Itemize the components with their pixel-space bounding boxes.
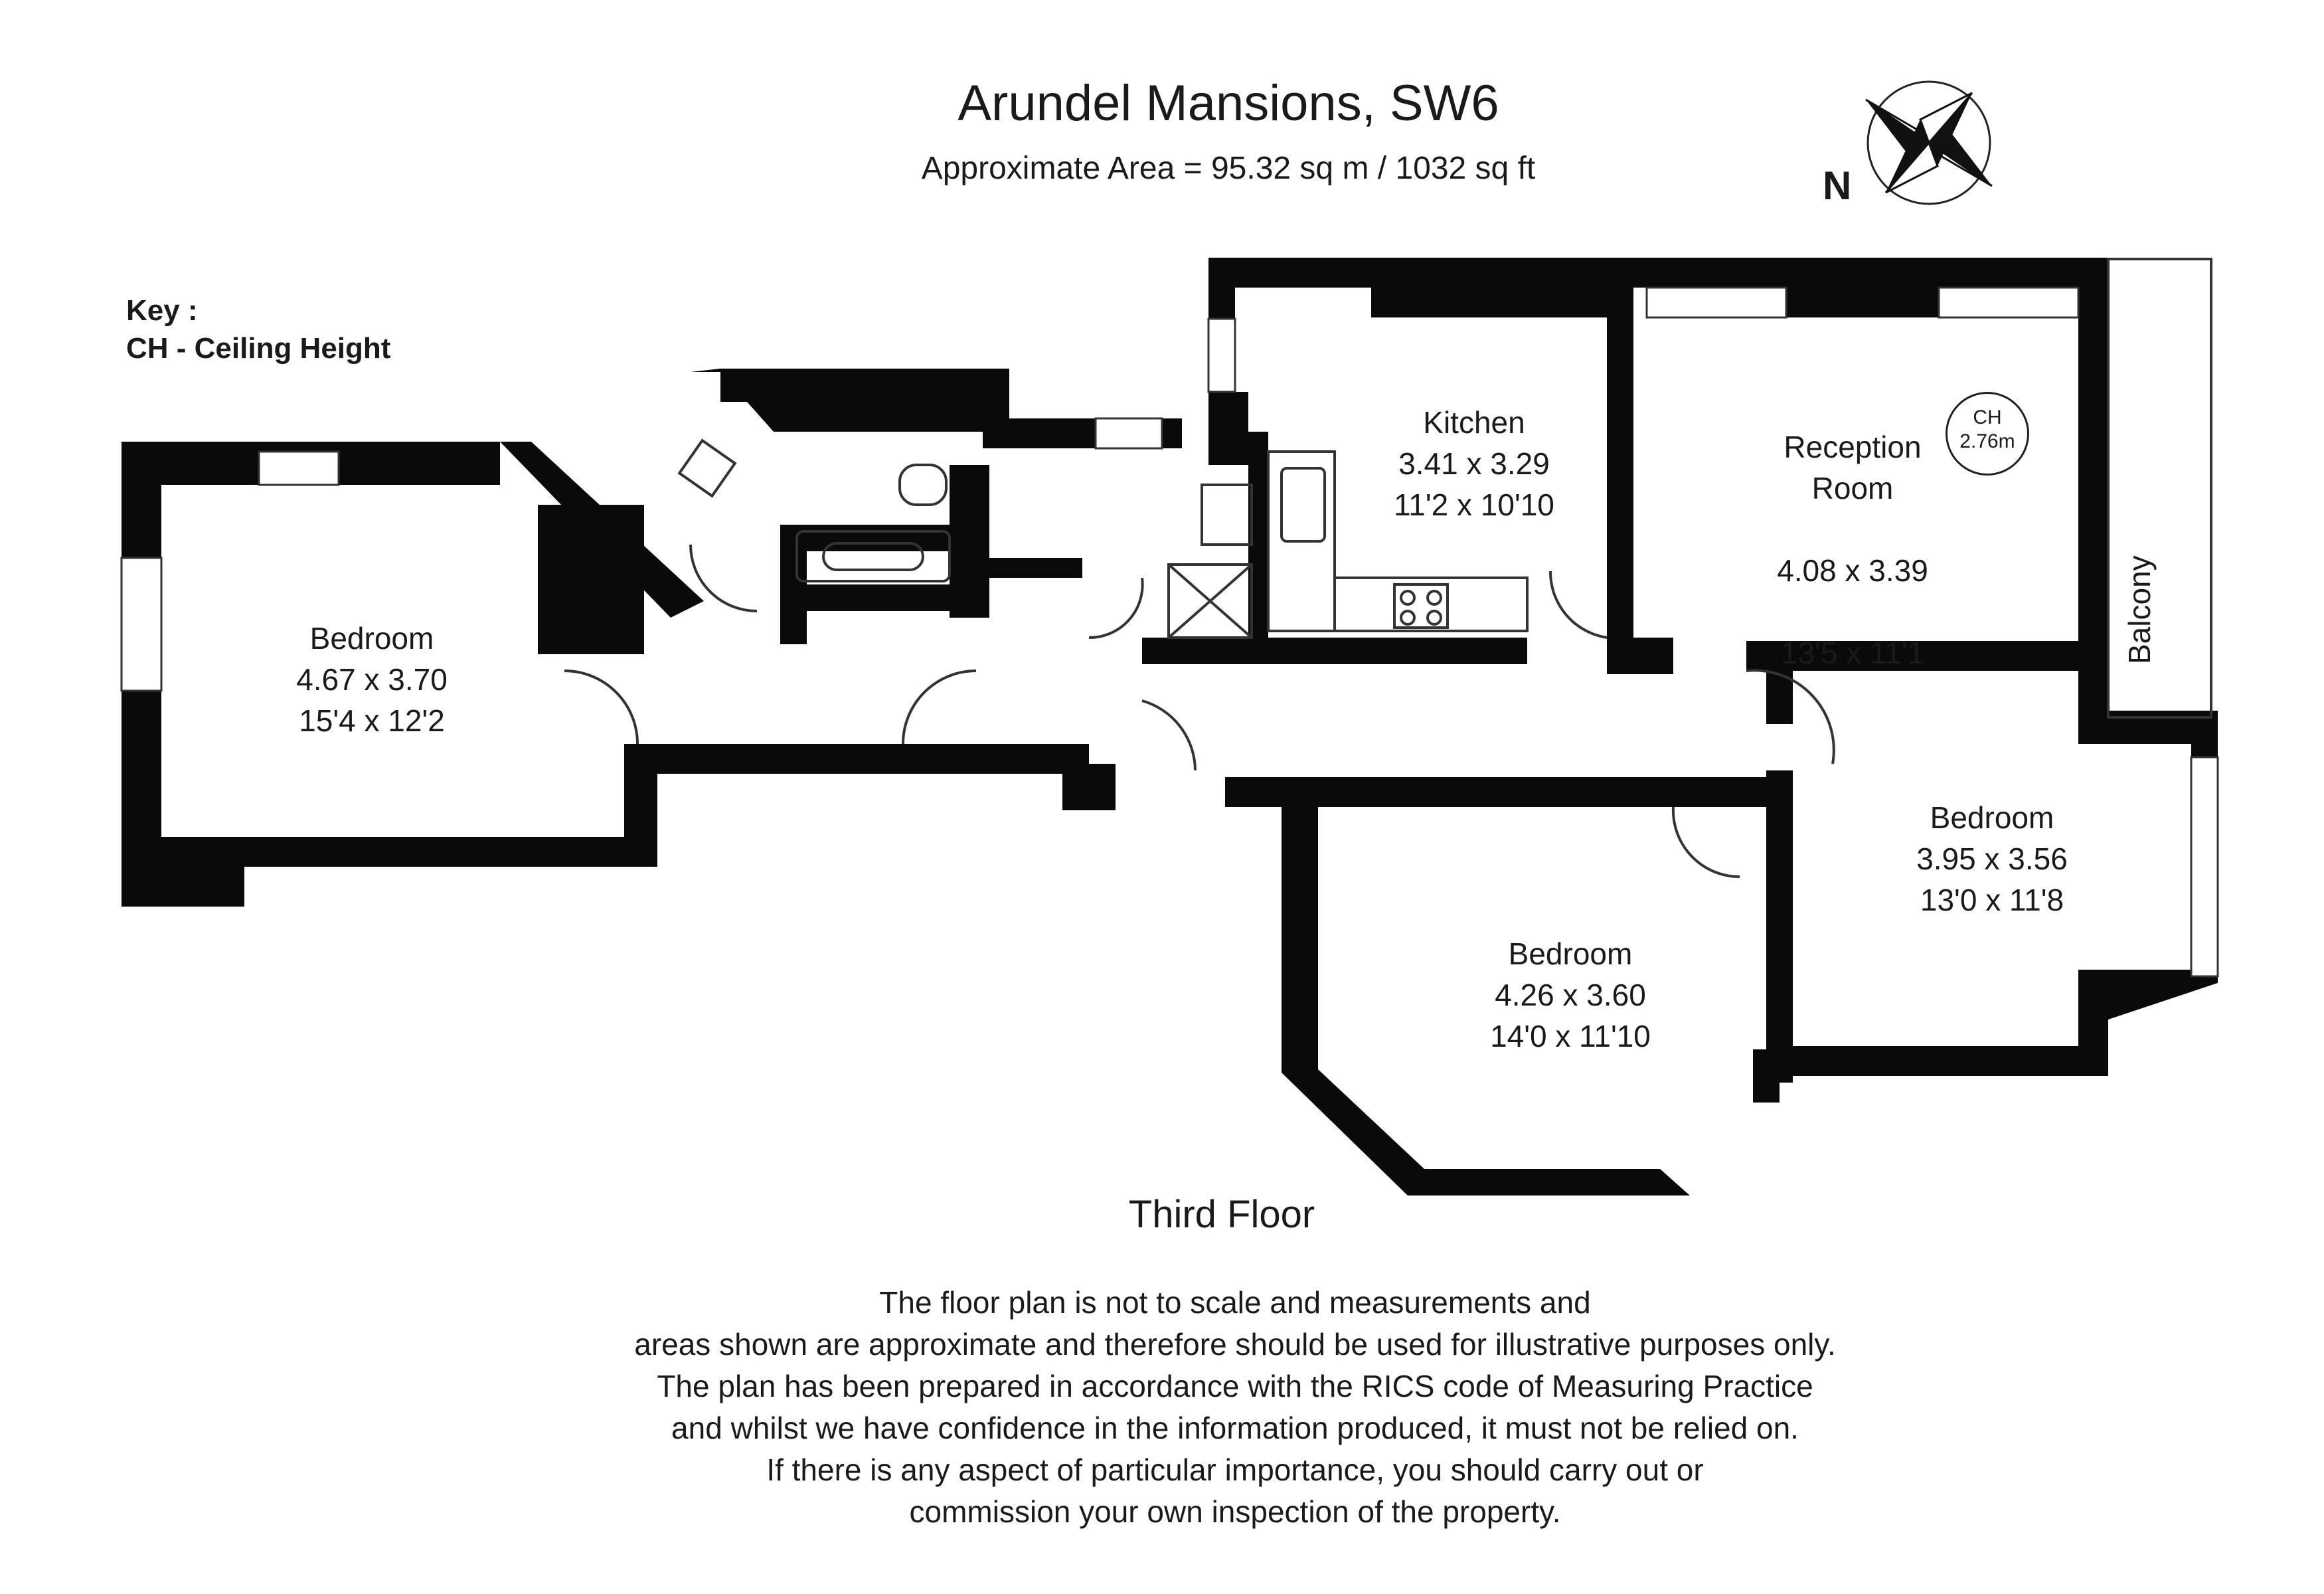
room-metric: 4.08 x 3.39 bbox=[1777, 553, 1928, 588]
window bbox=[1094, 417, 1163, 450]
wall bbox=[1371, 288, 1617, 317]
hob-icon bbox=[1393, 583, 1449, 629]
room-imperial: 13'0 x 11'8 bbox=[1920, 883, 2064, 917]
wall bbox=[1766, 770, 1793, 1083]
disclaimer-line: The plan has been prepared in accordance… bbox=[657, 1369, 1813, 1403]
room-imperial: 15'4 x 12'2 bbox=[299, 703, 445, 738]
wall bbox=[1282, 804, 1318, 1049]
door-swing bbox=[1671, 806, 1740, 879]
fixtures bbox=[564, 258, 2212, 879]
window bbox=[120, 557, 163, 692]
approximate-area: Approximate Area = 95.32 sq m / 1032 sq … bbox=[921, 151, 1536, 186]
door-swing bbox=[902, 669, 977, 745]
kitchen-counter bbox=[1267, 450, 1336, 632]
wall bbox=[1607, 638, 1673, 674]
wall bbox=[1142, 638, 1527, 664]
room-imperial: 13'5 x 11'1 bbox=[1780, 636, 1925, 670]
balcony-outline bbox=[2107, 258, 2212, 719]
room-label-reception: Reception Room 4.08 x 3.39 13'5 x 11'1 bbox=[1733, 385, 1972, 715]
room-name: Kitchen bbox=[1423, 405, 1525, 440]
wall bbox=[637, 744, 1082, 774]
wall bbox=[156, 837, 654, 867]
walls bbox=[122, 258, 2218, 1196]
disclaimer-line: and whilst we have confidence in the inf… bbox=[671, 1411, 1799, 1445]
door-swing bbox=[564, 669, 639, 745]
wall bbox=[2078, 970, 2108, 1076]
wall bbox=[1208, 258, 2108, 288]
wall bbox=[1225, 777, 1789, 807]
room-label-bedroom-left: Bedroom 4.67 x 3.70 15'4 x 12'2 bbox=[252, 618, 491, 741]
room-imperial: 11'2 x 10'10 bbox=[1394, 487, 1554, 522]
room-metric: 4.26 x 3.60 bbox=[1495, 978, 1646, 1012]
wall bbox=[1766, 1046, 2108, 1076]
disclaimer-line: commission your own inspection of the pr… bbox=[909, 1494, 1561, 1529]
room-label-kitchen: Kitchen 3.41 x 3.29 11'2 x 10'10 bbox=[1355, 402, 1594, 525]
bathtub-icon bbox=[795, 530, 951, 582]
door-swing bbox=[1088, 577, 1144, 640]
room-metric: 3.95 x 3.56 bbox=[1916, 841, 2068, 876]
wall bbox=[780, 525, 807, 644]
toilet-icon bbox=[898, 464, 948, 506]
basin-icon bbox=[1201, 484, 1253, 546]
room-metric: 4.67 x 3.70 bbox=[296, 662, 448, 697]
room-imperial: 14'0 x 11'10 bbox=[1490, 1019, 1651, 1053]
floor-label: Third Floor bbox=[1128, 1193, 1315, 1236]
key-entry: CH - Ceiling Height bbox=[126, 332, 391, 365]
windows bbox=[120, 286, 2219, 978]
door-swing bbox=[689, 544, 758, 612]
wall bbox=[1062, 764, 1116, 810]
door-swing bbox=[1746, 669, 1835, 764]
window bbox=[258, 450, 340, 486]
room-label-bedroom-bottom: Bedroom 4.26 x 3.60 14'0 x 11'10 bbox=[1451, 933, 1690, 1057]
door-swing bbox=[1141, 699, 1197, 771]
sink-icon bbox=[1280, 467, 1326, 543]
wall bbox=[1282, 1049, 1690, 1196]
room-name: Bedroom bbox=[1508, 936, 1633, 971]
disclaimer: The floor plan is not to scale and measu… bbox=[0, 1282, 2324, 1533]
window bbox=[1207, 317, 1236, 393]
wall bbox=[1746, 641, 2108, 671]
wall bbox=[1753, 1049, 1780, 1103]
wall bbox=[538, 505, 644, 654]
compass-north-label: N bbox=[1823, 163, 1852, 208]
balcony-label: Balcony bbox=[2122, 555, 2157, 664]
room-name: Reception Room bbox=[1784, 430, 1922, 505]
ceiling-label: CH bbox=[1973, 406, 2002, 428]
wall bbox=[989, 558, 1082, 578]
compass-icon bbox=[1865, 80, 1993, 205]
shower-tray-icon bbox=[1167, 563, 1253, 639]
disclaimer-line: areas shown are approximate and therefor… bbox=[634, 1327, 1836, 1362]
wc-basin-icon bbox=[677, 438, 737, 498]
wall bbox=[1766, 671, 1793, 724]
room-label-bedroom-right: Bedroom 3.95 x 3.56 13'0 x 11'8 bbox=[1872, 797, 2112, 921]
plan-title: Arundel Mansions, SW6 bbox=[957, 75, 1499, 132]
window bbox=[1645, 286, 1787, 319]
room-metric: 3.41 x 3.29 bbox=[1398, 446, 1550, 481]
disclaimer-line: The floor plan is not to scale and measu… bbox=[879, 1285, 1591, 1320]
ceiling-value: 2.76m bbox=[1959, 430, 2015, 452]
key-heading: Key : bbox=[126, 294, 198, 327]
wall bbox=[2078, 258, 2108, 716]
wall bbox=[2078, 970, 2218, 1046]
room-name: Bedroom bbox=[1930, 800, 2054, 835]
wall bbox=[122, 867, 244, 907]
door-swing bbox=[1548, 571, 1608, 639]
kitchen-counter bbox=[1333, 576, 1529, 632]
wall bbox=[720, 369, 986, 402]
window bbox=[1938, 286, 2080, 319]
window bbox=[2190, 756, 2219, 978]
disclaimer-line: If there is any aspect of particular imp… bbox=[766, 1453, 1704, 1487]
wall bbox=[1607, 288, 1633, 660]
room-name: Bedroom bbox=[309, 621, 434, 656]
wall bbox=[780, 525, 979, 551]
ceiling-height-badge: CH 2.76m bbox=[1946, 392, 2029, 476]
wall bbox=[807, 584, 953, 611]
wall bbox=[1208, 392, 1248, 465]
wall bbox=[1786, 288, 1939, 317]
